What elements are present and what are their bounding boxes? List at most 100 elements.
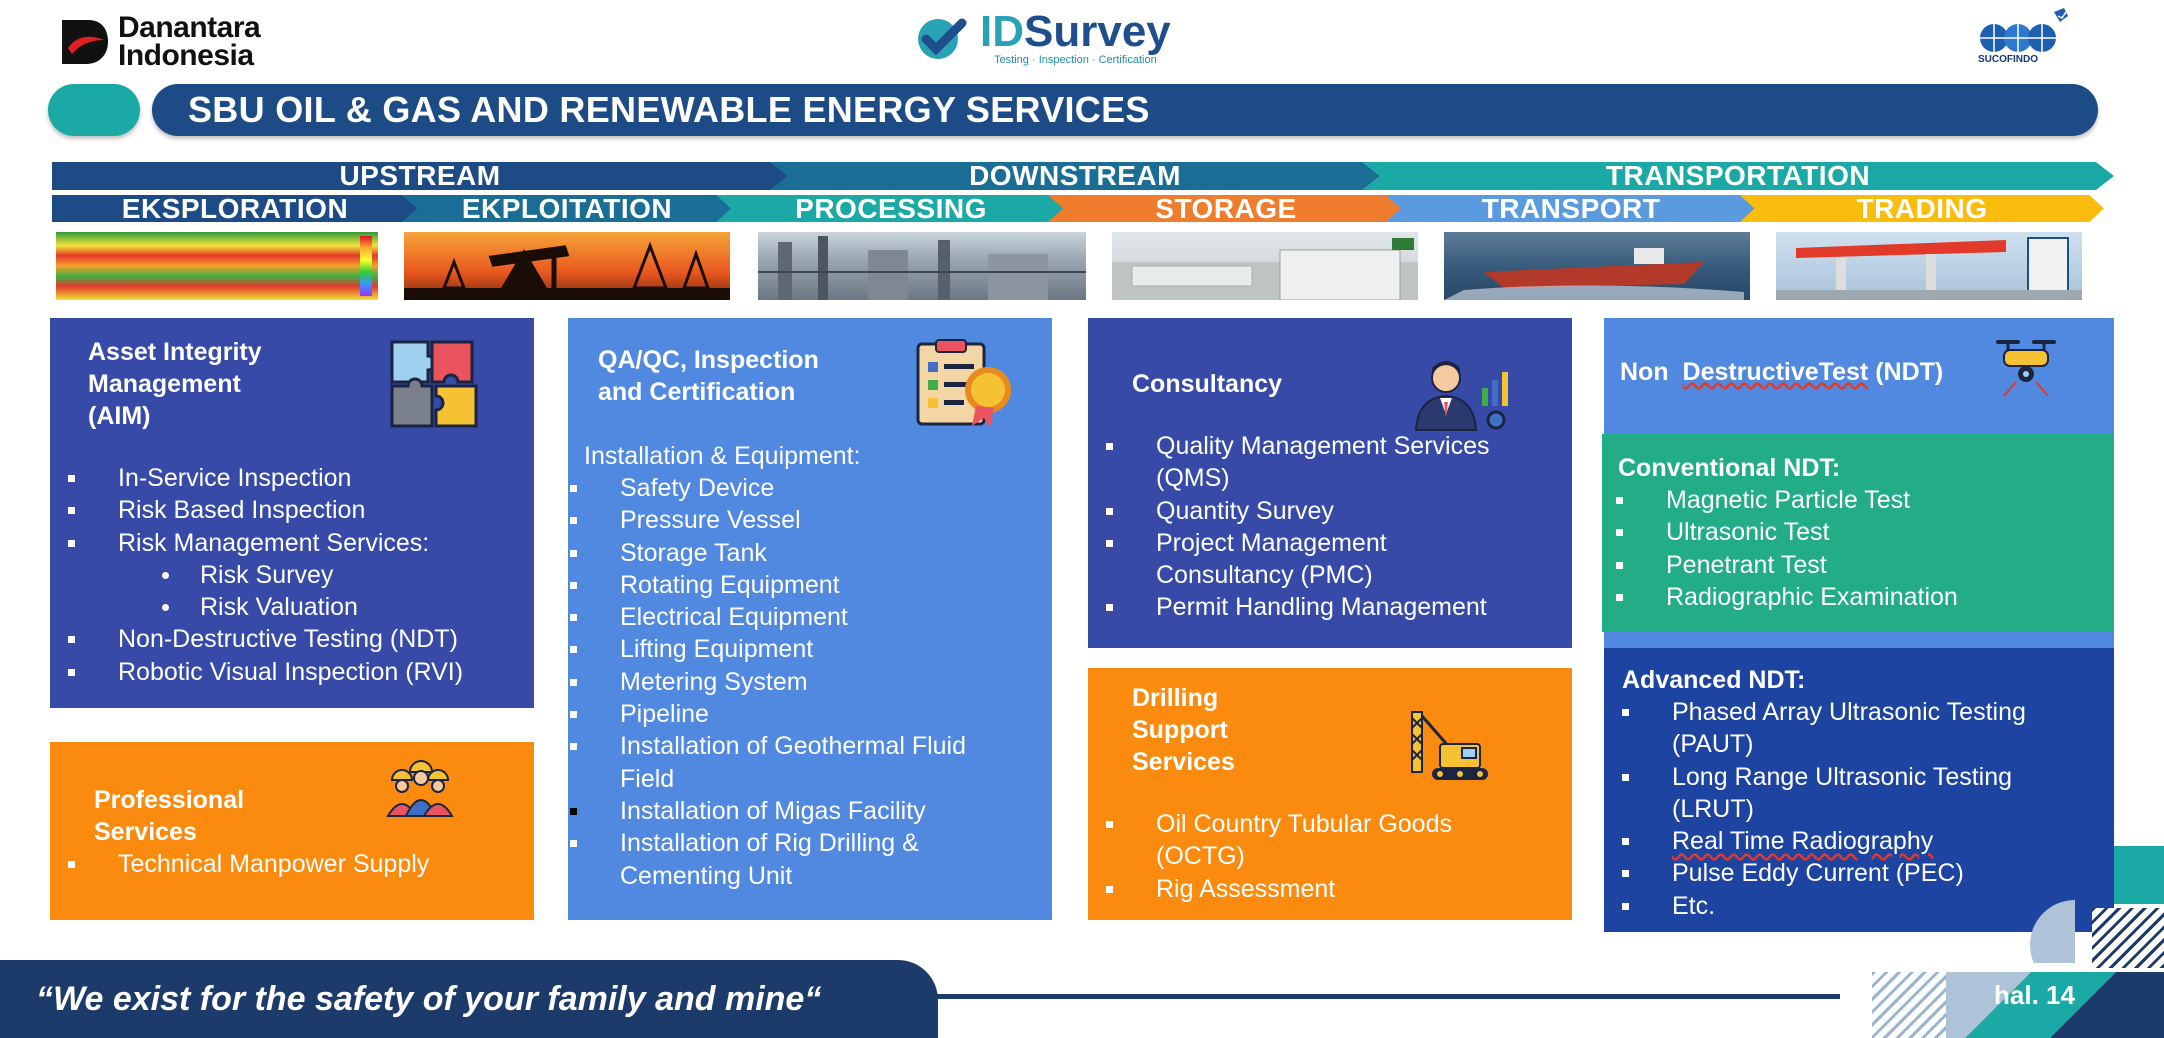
page-number-tab: [1946, 972, 2164, 1038]
qaqc-item: Safety Device: [552, 472, 1036, 504]
drilling-support-box: Drilling Support Services Oil Country Tu…: [1088, 668, 1572, 920]
oil-pump-image: [404, 232, 730, 300]
refinery-image: [758, 232, 1086, 300]
chevron-storage-label: STORAGE: [1155, 192, 1297, 224]
danantara-line2: Indonesia: [118, 39, 254, 72]
conventional-ndt-item: Radiographic Examination: [1598, 581, 2110, 613]
chevron-eksploration: EKSPLORATION: [52, 195, 418, 222]
qaqc-item: Installation of Rig Drilling & Cementing…: [552, 827, 1036, 892]
idsurvey-tagline: Testing · Inspection · Certification: [994, 54, 1157, 66]
tanker-ship-icon: [1444, 248, 1744, 300]
seismic-image: [56, 232, 378, 300]
chevron-transportation: TRANSPORTATION: [1362, 162, 2114, 190]
conventional-ndt-box: Conventional NDT: Magnetic Particle Test…: [1602, 434, 2114, 632]
decor-teal-bar: [2114, 846, 2164, 904]
professional-heading-line1: Professional: [94, 786, 245, 814]
consultant-icon: [1414, 361, 1508, 431]
consultancy-item: Quality Management Services (QMS): [1088, 430, 1572, 495]
chevron-upstream-label: UPSTREAM: [339, 160, 501, 191]
qaqc-item: Rotating Equipment: [552, 569, 1036, 601]
ndt-header-box: Non DestructiveTest (NDT): [1604, 318, 2114, 434]
chevron-processing-label: PROCESSING: [795, 192, 987, 224]
idsurvey-mark-icon: [918, 18, 967, 59]
chevron-transportation-label: TRANSPORTATION: [1605, 160, 1871, 191]
aim-item: Robotic Visual Inspection (RVI): [50, 656, 534, 688]
storage-tank-image: [1112, 232, 1418, 300]
qaqc-item: Storage Tank: [552, 537, 1036, 569]
professional-services-box: Professional Services Technical Manpower…: [50, 742, 534, 920]
qaqc-item: Installation of Geothermal Fluid Field: [552, 730, 1036, 795]
qaqc-item: Installation of Migas Facility: [552, 795, 1036, 827]
storage-tanks-icon: [1112, 238, 1418, 300]
drilling-item: Oil Country Tubular Goods (OCTG): [1088, 808, 1572, 873]
puzzle-icon: [390, 340, 478, 428]
sucofindo-logo: SUCOFINDO: [1972, 8, 2092, 68]
professional-heading-line2: Services: [94, 818, 197, 846]
consultancy-box: Consultancy Quality Management Services …: [1088, 318, 1572, 648]
idsurvey-survey: Survey: [1024, 7, 1171, 56]
aim-item: Risk Management Services:: [50, 527, 534, 559]
chevron-storage: STORAGE: [1048, 195, 1404, 222]
conventional-ndt-title: Conventional NDT:: [1618, 454, 1841, 482]
aim-heading-line2: Management: [88, 370, 241, 398]
footer-line: [936, 994, 1840, 999]
qaqc-heading-line2: and Certification: [598, 378, 796, 406]
drone-icon: [1996, 340, 2056, 397]
decor-hatch-right: [2092, 908, 2164, 968]
consultancy-heading: Consultancy: [1132, 370, 1283, 398]
advanced-ndt-item: Etc.: [1604, 890, 2114, 922]
danantara-logo: Danantara Indonesia: [60, 13, 261, 72]
workers-icon: [386, 760, 454, 817]
aim-heading-line3: (AIM): [88, 402, 151, 430]
aim-subitem: Risk Valuation: [50, 591, 534, 623]
gas-station-image: [1776, 232, 2082, 300]
tanker-ship-image: [1444, 232, 1750, 300]
sucofindo-label: SUCOFINDO: [1978, 54, 2038, 65]
advanced-ndt-box: Advanced NDT: Phased Array Ultrasonic Te…: [1604, 648, 2114, 932]
qaqc-item: Metering System: [552, 666, 1036, 698]
drilling-rig-icon: [1411, 711, 1488, 780]
drilling-item: Rig Assessment: [1088, 873, 1572, 905]
ndt-heading-c: (NDT): [1875, 358, 1944, 386]
footer-quote: “We exist for the safety of your family …: [36, 979, 822, 1018]
drilling-heading-line1: Drilling: [1132, 684, 1219, 712]
chevron-ekploitation-label: EKPLOITATION: [461, 192, 673, 224]
aim-heading-line1: Asset Integrity: [88, 338, 262, 366]
qaqc-item: Lifting Equipment: [552, 633, 1036, 665]
idsurvey-id: ID: [980, 7, 1024, 56]
advanced-ndt-item: Pulse Eddy Current (PEC): [1604, 857, 2114, 889]
qaqc-box: QA/QC, Inspection and Certification Inst…: [568, 318, 1052, 920]
footer-quote-band: “We exist for the safety of your family …: [0, 960, 938, 1038]
advanced-ndt-item: Long Range Ultrasonic Testing (LRUT): [1604, 761, 2114, 826]
qaqc-heading-line1: QA/QC, Inspection: [598, 346, 819, 374]
page-title: SBU OIL & GAS AND RENEWABLE ENERGY SERVI…: [188, 89, 1150, 130]
drilling-heading-line3: Services: [1132, 748, 1235, 776]
refinery-towers-icon: [758, 236, 1086, 300]
ndt-divider-strip: [1604, 632, 2114, 648]
page-number: hal. 14: [1994, 980, 2075, 1010]
qaqc-item: Pipeline: [552, 698, 1036, 730]
aim-box: Asset Integrity Management (AIM) In-Serv…: [50, 318, 534, 708]
chevron-transport: TRANSPORT: [1386, 195, 1756, 222]
advanced-ndt-item: Real Time Radiography: [1604, 825, 2114, 857]
chevron-eksploration-label: EKSPLORATION: [121, 192, 349, 224]
drilling-heading-line2: Support: [1132, 716, 1228, 744]
aim-subitem: Risk Survey: [50, 559, 534, 591]
qaqc-item: Pressure Vessel: [552, 504, 1036, 536]
chevron-trading: TRADING: [1740, 195, 2104, 222]
aim-item: Non-Destructive Testing (NDT): [50, 623, 534, 655]
qaqc-item: Electrical Equipment: [552, 601, 1036, 633]
page-title-band: SBU OIL & GAS AND RENEWABLE ENERGY SERVI…: [152, 84, 2098, 136]
chevron-upstream: UPSTREAM: [52, 162, 788, 190]
conventional-ndt-item: Penetrant Test: [1598, 549, 2110, 581]
conventional-ndt-item: Ultrasonic Test: [1598, 516, 2110, 548]
aim-item: In-Service Inspection: [50, 462, 534, 494]
idsurvey-logo: IDSurvey Testing · Inspection · Certific…: [916, 10, 1171, 66]
clipboard-badge-icon: [916, 339, 1011, 428]
advanced-ndt-title: Advanced NDT:: [1622, 666, 1806, 694]
aim-item: Risk Based Inspection: [50, 494, 534, 526]
qaqc-subheading: Installation & Equipment:: [584, 442, 861, 470]
conventional-ndt-item: Magnetic Particle Test: [1598, 484, 2110, 516]
consultancy-item: Permit Handling Management: [1088, 591, 1572, 623]
chevron-ekploitation: EKPLOITATION: [402, 195, 732, 222]
